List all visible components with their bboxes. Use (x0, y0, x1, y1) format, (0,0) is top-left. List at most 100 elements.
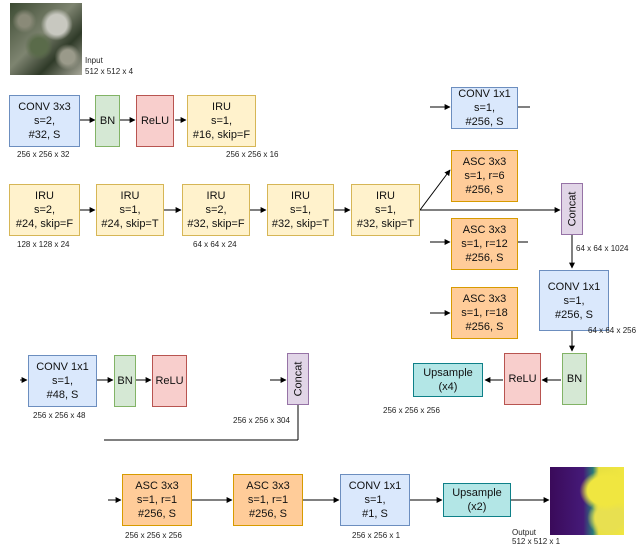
block-param: s=1, r=6 (464, 170, 505, 182)
block-param: #32, skip=T (356, 218, 415, 230)
block-title: ReLU (155, 375, 184, 387)
output-dims: 512 x 512 x 1 (512, 537, 561, 546)
bn-block-3: BN (114, 355, 136, 407)
block-title: IRU (212, 101, 231, 113)
block-title: BN (566, 373, 583, 385)
block-param: s=2, (205, 204, 227, 216)
block-param: #32, S (28, 129, 61, 141)
block-param: s=2, (33, 204, 56, 216)
block-title: ASC 3x3 (135, 480, 179, 492)
concat-block-2: Concat (287, 353, 309, 405)
asc-block-r1-b: ASC 3x3 s=1, r=1 #256, S (233, 474, 303, 526)
dims-label: 64 x 64 x 1024 (576, 244, 629, 253)
block-param: s=1, (119, 204, 141, 216)
dims-label: 256 x 256 x 1 (352, 531, 401, 540)
block-title: BN (99, 115, 116, 127)
block-title: Upsample (423, 367, 473, 379)
conv3x3-block: CONV 3x3 s=2, #32, S (9, 95, 80, 147)
block-param: s=1, r=1 (136, 494, 178, 506)
block-title: IRU (291, 190, 310, 202)
block-title: ASC 3x3 (462, 224, 507, 236)
block-title: ReLU (140, 115, 170, 127)
block-title: ASC 3x3 (462, 293, 507, 305)
block-param: s=1, (364, 494, 386, 506)
conv1x1-block-b: CONV 1x1 s=1, #256, S (539, 270, 609, 331)
block-title: ASC 3x3 (246, 480, 290, 492)
dims-label: 256 x 256 x 256 (125, 531, 182, 540)
dims-label: 128 x 128 x 24 (17, 240, 70, 249)
dims-label: 256 x 256 x 32 (17, 150, 70, 159)
upsample-x4-block: Upsample (x4) (413, 363, 483, 397)
asc-block-r18: ASC 3x3 s=1, r=18 #256, S (451, 287, 518, 339)
iru-block-1: IRU s=1, #16, skip=F (187, 95, 256, 147)
dims-label: 256 x 256 x 16 (226, 150, 279, 159)
block-param: #48, S (46, 389, 79, 401)
block-title: Concat (292, 361, 305, 397)
block-param: s=2, (33, 115, 56, 127)
block-param: #32, skip=T (271, 218, 330, 230)
relu-block-1: ReLU (136, 95, 174, 147)
input-image (10, 3, 82, 75)
block-title: CONV 1x1 (458, 88, 511, 100)
iru-block-2: IRU s=2, #24, skip=F (9, 184, 80, 236)
relu-block-3: ReLU (152, 355, 187, 407)
block-title: IRU (120, 190, 140, 202)
block-title: CONV 1x1 (547, 280, 601, 293)
asc-block-r6: ASC 3x3 s=1, r=6 #256, S (451, 150, 518, 202)
block-param: #256, S (465, 252, 504, 264)
block-param: s=1, (563, 294, 585, 307)
block-param: s=1, (210, 115, 233, 127)
iru-block-3: IRU s=1, #24, skip=T (96, 184, 164, 236)
block-param: #256, S (555, 308, 593, 321)
conv1x1-block-a: CONV 1x1 s=1, #256, S (451, 87, 518, 129)
block-title: Concat (566, 191, 579, 227)
block-param: s=1, (289, 204, 312, 216)
dims-label: 64 x 64 x 24 (193, 240, 237, 249)
block-param: #256, S (138, 508, 176, 520)
block-title: CONV 1x1 (348, 480, 402, 492)
block-param: #256, S (249, 508, 287, 520)
asc-block-r12: ASC 3x3 s=1, r=12 #256, S (451, 218, 518, 270)
block-title: BN (117, 375, 133, 387)
iru-block-5: IRU s=1, #32, skip=T (267, 184, 334, 236)
input-dims: 512 x 512 x 4 (85, 67, 134, 76)
block-param: #1, S (362, 508, 388, 520)
dims-label: 256 x 256 x 48 (33, 411, 86, 420)
dims-label: 64 x 64 x 256 (588, 326, 637, 335)
relu-block-2: ReLU (504, 353, 541, 405)
block-param: s=1, r=1 (247, 494, 289, 506)
upsample-x2-block: Upsample (x2) (443, 483, 511, 517)
block-param: #24, skip=T (101, 218, 159, 230)
block-param: s=1, (374, 204, 397, 216)
iru-block-6: IRU s=1, #32, skip=T (351, 184, 420, 236)
asc-block-r1-a: ASC 3x3 s=1, r=1 #256, S (122, 474, 192, 526)
input-label: Input (85, 56, 103, 65)
block-param: (x4) (438, 381, 458, 393)
block-param: (x2) (467, 501, 487, 513)
block-title: Upsample (452, 487, 502, 499)
block-title: IRU (206, 190, 226, 202)
dims-label: 256 x 256 x 256 (383, 406, 440, 415)
block-param: s=1, r=18 (461, 307, 508, 319)
dims-label: 256 x 256 x 304 (233, 416, 290, 425)
block-param: #16, skip=F (192, 129, 251, 141)
block-param: s=1, (473, 102, 496, 114)
conv1x1-block-c: CONV 1x1 s=1, #48, S (28, 355, 97, 407)
block-param: #256, S (465, 184, 504, 196)
block-param: #256, S (465, 116, 504, 128)
block-param: s=1, r=12 (461, 238, 508, 250)
block-title: IRU (376, 190, 395, 202)
block-title: ASC 3x3 (462, 156, 507, 168)
block-param: #24, skip=F (15, 218, 74, 230)
output-image (550, 467, 624, 535)
block-title: IRU (35, 190, 54, 202)
block-title: CONV 3x3 (18, 101, 71, 113)
block-param: s=1, (51, 375, 74, 387)
output-label: Output (512, 528, 537, 537)
block-param: #256, S (465, 321, 504, 333)
block-title: ReLU (508, 373, 537, 385)
bn-block-2: BN (562, 353, 587, 405)
conv1x1-block-d: CONV 1x1 s=1, #1, S (340, 474, 410, 526)
